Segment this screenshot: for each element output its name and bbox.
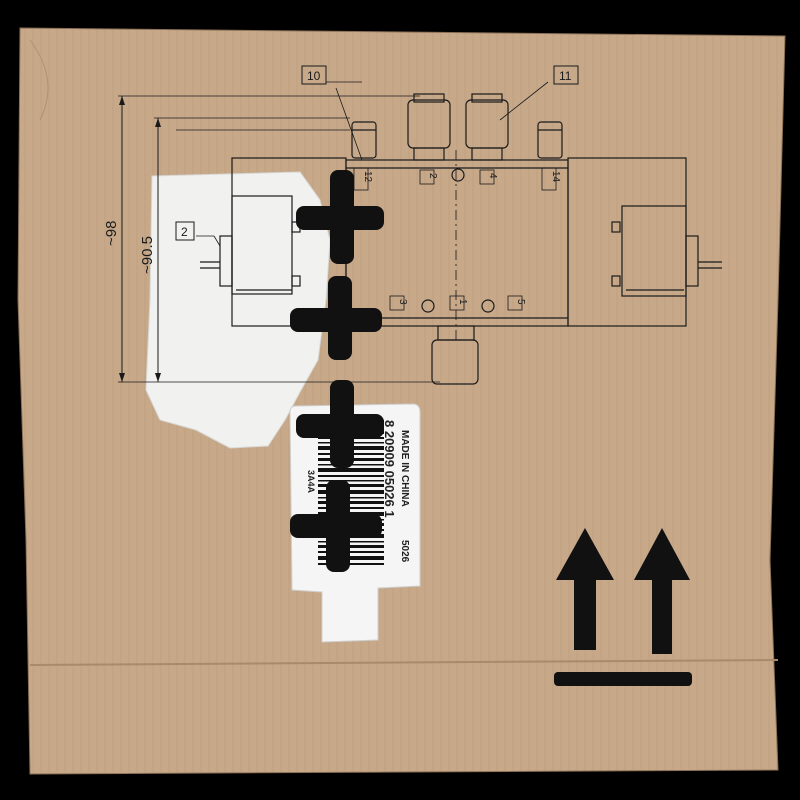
svg-text:12: 12 xyxy=(362,171,373,183)
port-label-2: 2 xyxy=(419,169,438,185)
port-label-1: 1 xyxy=(449,295,468,311)
callout-11: 11 xyxy=(553,65,579,85)
callout-2: 2 xyxy=(175,221,195,241)
fitting-port-12 xyxy=(351,121,377,159)
svg-text:3: 3 xyxy=(397,299,408,305)
port-label-14: 14 xyxy=(541,167,561,191)
tag-made-in: MADE IN CHINA xyxy=(399,430,410,507)
cardboard-crease xyxy=(29,39,49,121)
svg-text:10: 10 xyxy=(307,69,321,83)
tag-barcode-digits: 8 20909 05026 1 xyxy=(382,420,397,518)
tag-code-top: 3A4A xyxy=(306,470,316,494)
fitting-port-1 xyxy=(431,325,479,385)
plus-mark-icon xyxy=(296,380,384,468)
svg-text:2: 2 xyxy=(181,225,188,239)
dim-text-98: ~98 xyxy=(103,221,120,246)
dim-text-90-5: ~90.5 xyxy=(139,236,156,274)
this-way-up-arrows-icon xyxy=(554,528,692,686)
plus-mark-icon xyxy=(296,170,384,264)
plus-mark-icon xyxy=(290,276,382,360)
fitting-port-2 xyxy=(407,93,451,161)
svg-text:4: 4 xyxy=(487,173,498,179)
fitting-port-14 xyxy=(537,121,563,159)
port-label-5: 5 xyxy=(507,295,526,311)
svg-text:11: 11 xyxy=(559,69,572,83)
svg-text:14: 14 xyxy=(550,171,561,183)
svg-text:5: 5 xyxy=(515,299,526,305)
svg-text:2: 2 xyxy=(427,173,438,179)
port-label-3: 3 xyxy=(389,295,408,311)
tag-code-bottom: 5026 xyxy=(399,540,410,563)
fitting-port-4 xyxy=(465,93,509,161)
callout-10: 10 xyxy=(301,65,327,85)
cardboard-crease xyxy=(29,659,779,666)
valve-drawing xyxy=(118,81,722,385)
plus-mark-icon xyxy=(290,480,382,572)
svg-text:1: 1 xyxy=(457,299,468,305)
port-label-4: 4 xyxy=(479,169,498,185)
